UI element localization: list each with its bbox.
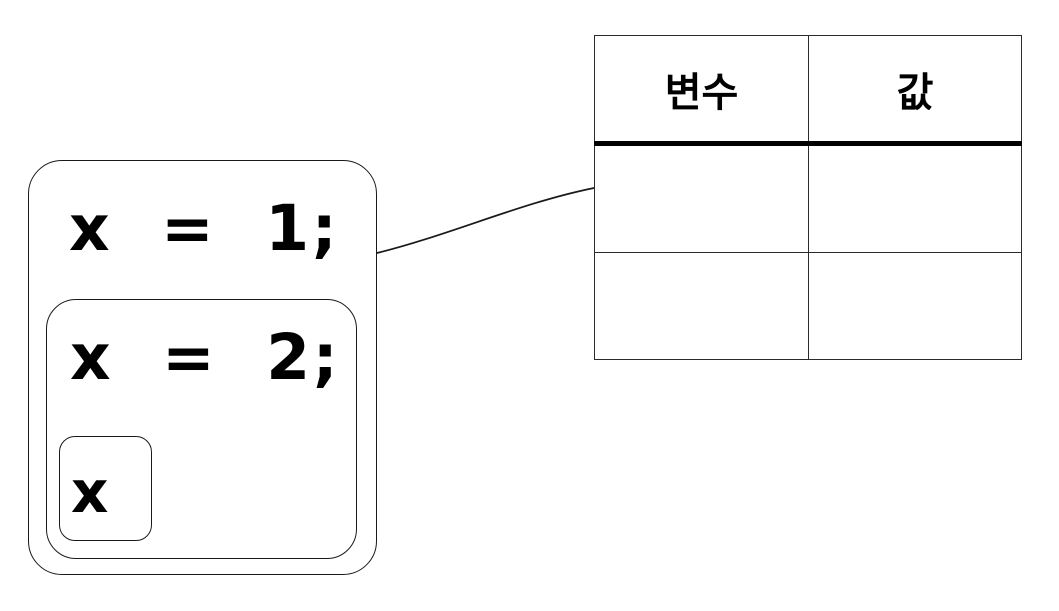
cell-variable[interactable] xyxy=(594,252,809,360)
cell-value[interactable] xyxy=(808,143,1022,253)
variable-value-table: 변수 값 xyxy=(594,35,1022,360)
table-row[interactable] xyxy=(594,252,1022,360)
column-header-variable: 변수 xyxy=(594,35,809,146)
column-header-value: 값 xyxy=(808,35,1022,146)
middle-scope-statement: x = 2; xyxy=(70,321,341,394)
outer-scope-statement: x = 1; xyxy=(69,192,340,265)
outer-scope-box[interactable]: x = 1; x = 2; x xyxy=(28,160,377,575)
inner-scope-box[interactable]: x xyxy=(59,436,152,541)
table-header: 변수 값 xyxy=(594,35,1022,146)
table-header-row: 변수 값 xyxy=(594,35,1022,146)
inner-scope-statement: x xyxy=(71,458,111,526)
table-body xyxy=(594,143,1022,360)
cell-value[interactable] xyxy=(808,252,1022,360)
table-row[interactable] xyxy=(594,143,1022,253)
scope-to-table-connector xyxy=(376,187,595,254)
cell-variable[interactable] xyxy=(594,143,809,253)
middle-scope-box[interactable]: x = 2; x xyxy=(46,299,357,559)
